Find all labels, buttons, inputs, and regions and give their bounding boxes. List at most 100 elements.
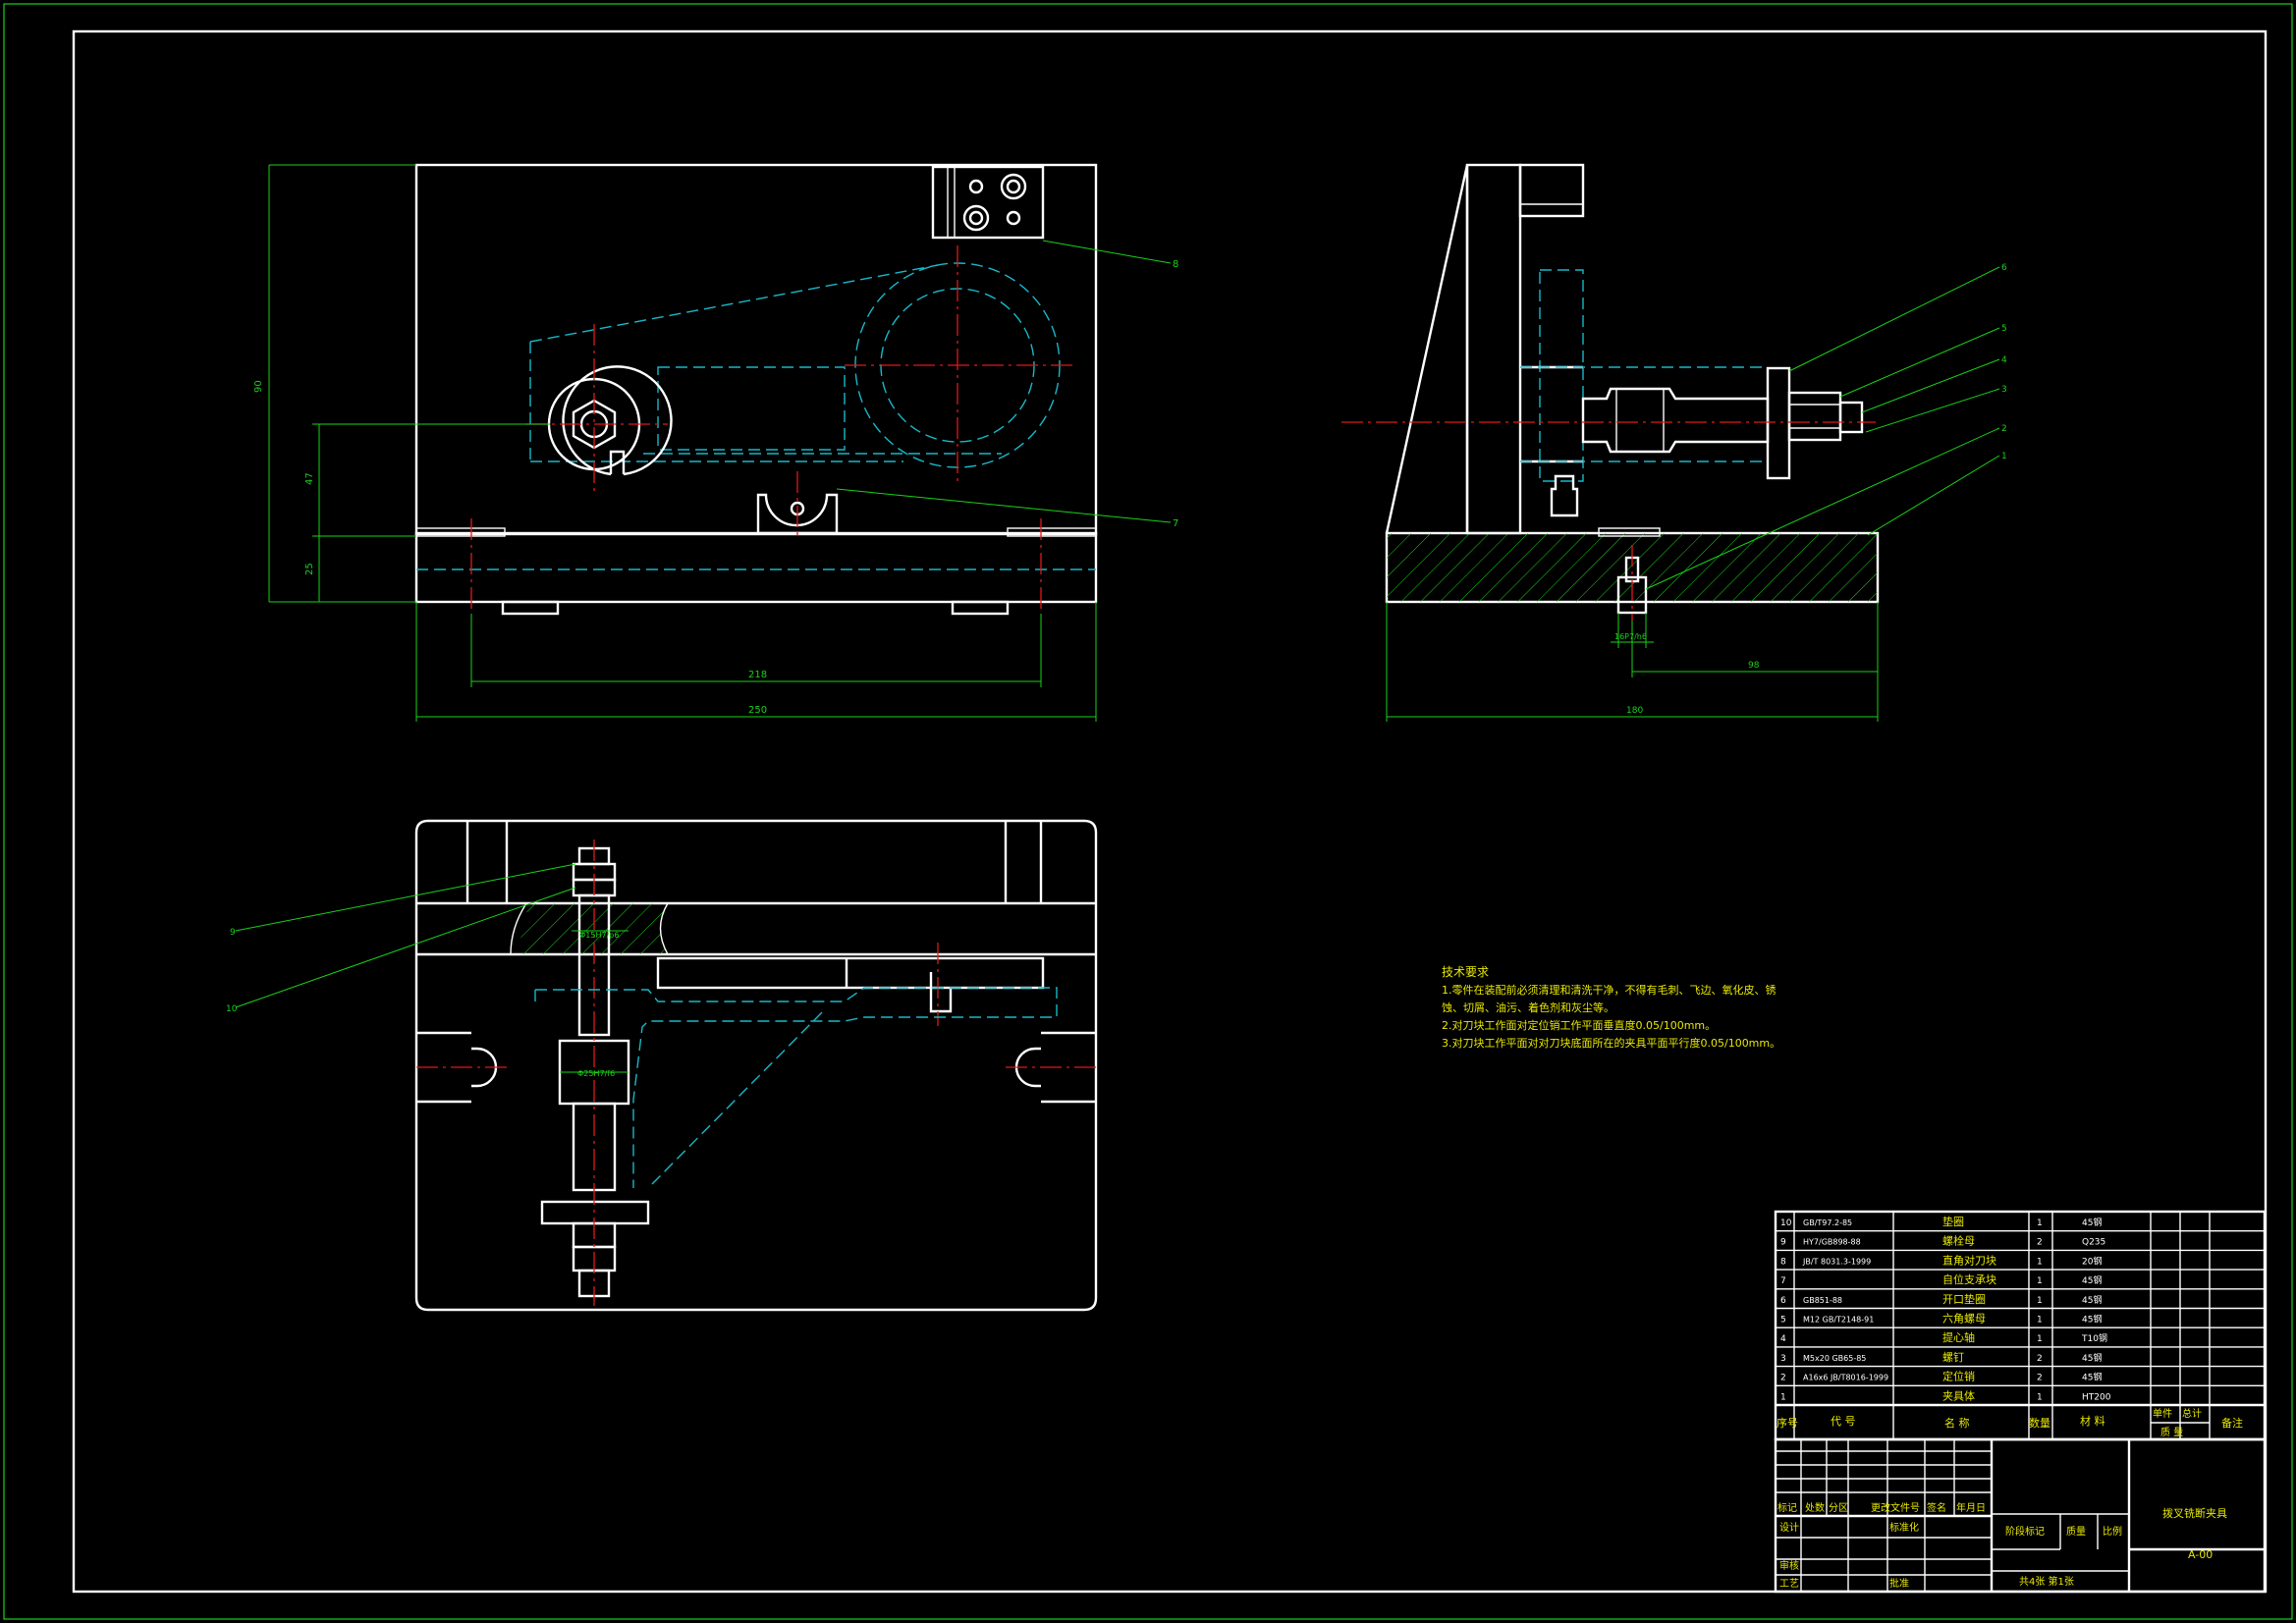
tb-marks: 标记 bbox=[1777, 1502, 1797, 1514]
bom-cell-material: 45钢 bbox=[2082, 1274, 2102, 1286]
balloon-10: 10 bbox=[226, 1004, 238, 1014]
balloon-1: 1 bbox=[2001, 452, 2007, 461]
balloon-6: 6 bbox=[2001, 263, 2007, 273]
dim-plan-fit-1: Φ15H7/p6 bbox=[579, 931, 619, 940]
tb-weight: 质量 bbox=[2066, 1526, 2086, 1538]
bom-cell-name: 夹具体 bbox=[1942, 1388, 1975, 1402]
technical-notes: 技术要求 1.零件在装配前必须清理和清洗干净，不得有毛刺、飞边、氧化皮、锈 蚀、… bbox=[1442, 965, 1780, 1050]
plan-view: Φ15H7/p6 Φ25H7/f6 9 10 bbox=[226, 819, 1098, 1312]
bom-cell-qty: 2 bbox=[2037, 1374, 2043, 1383]
dim-front-25: 25 bbox=[304, 563, 315, 575]
bom-cell-material: 45钢 bbox=[2082, 1314, 2102, 1325]
bom-cell-name: 提心轴 bbox=[1942, 1330, 1975, 1344]
bom-cell-material: 45钢 bbox=[2082, 1217, 2102, 1228]
bom-cell-qty: 1 bbox=[2037, 1296, 2043, 1306]
bom-cell-material: HT200 bbox=[2082, 1392, 2111, 1402]
bom-header-unit: 单件 bbox=[2153, 1408, 2172, 1420]
bom-cell-qty: 1 bbox=[2037, 1276, 2043, 1286]
bom-cell-no: 6 bbox=[1780, 1296, 1786, 1306]
dim-front-47: 47 bbox=[304, 472, 315, 485]
bom-header-remark: 备注 bbox=[2221, 1416, 2243, 1430]
bom-cell-qty: 1 bbox=[2037, 1334, 2043, 1344]
balloon-4: 4 bbox=[2001, 355, 2007, 365]
bom-cell-qty: 1 bbox=[2037, 1257, 2043, 1267]
bom-cell-name: 六角螺母 bbox=[1942, 1313, 1986, 1325]
tb-drawing-name: 拨叉铣断夹具 bbox=[2162, 1506, 2227, 1520]
tb-scale: 比例 bbox=[2103, 1525, 2122, 1538]
bom-cell-name: 自位支承块 bbox=[1942, 1272, 1996, 1286]
bom-header-no: 序号 bbox=[1777, 1416, 1798, 1430]
bom-header-weight: 质 量 bbox=[2160, 1427, 2183, 1438]
bom-cell-material: T10钢 bbox=[2081, 1332, 2107, 1344]
bom-header-name: 名 称 bbox=[1944, 1416, 1970, 1430]
tb-standard: 标准化 bbox=[1889, 1521, 1919, 1534]
bom-cell-material: Q235 bbox=[2082, 1238, 2105, 1248]
bom-cell-material: 20钢 bbox=[2082, 1255, 2102, 1267]
bom-header-code: 代 号 bbox=[1831, 1415, 1856, 1428]
bom-cell-material: 45钢 bbox=[2082, 1294, 2102, 1306]
bom-cell-qty: 2 bbox=[2037, 1238, 2043, 1248]
bom-header-material: 材 料 bbox=[2080, 1414, 2105, 1428]
bom-cell-no: 3 bbox=[1780, 1354, 1786, 1364]
bom-cell-code: M5x20 GB65-85 bbox=[1803, 1354, 1866, 1363]
tb-drawing-no: A-00 bbox=[2188, 1548, 2213, 1561]
bom-cell-name: 定位销 bbox=[1942, 1370, 1975, 1383]
bom-cell-qty: 1 bbox=[2037, 1316, 2043, 1325]
bom-cell-no: 4 bbox=[1780, 1334, 1786, 1344]
bom-cell-name: 开口垫圈 bbox=[1942, 1292, 1986, 1306]
bom-cell-no: 7 bbox=[1780, 1276, 1786, 1286]
bom-cell-no: 9 bbox=[1780, 1238, 1786, 1248]
bom-cell-qty: 1 bbox=[2037, 1392, 2043, 1402]
tb-sheets: 共4张 第1张 bbox=[2019, 1575, 2074, 1588]
tb-sign: 签名 bbox=[1927, 1501, 1946, 1514]
bom-cell-code: M12 GB/T2148-91 bbox=[1803, 1316, 1874, 1325]
dim-front-inner-width: 218 bbox=[748, 670, 767, 680]
dim-front-height: 90 bbox=[253, 380, 264, 393]
dim-side-overall-width: 180 bbox=[1626, 706, 1643, 716]
tb-change-doc: 更改文件号 bbox=[1871, 1501, 1920, 1514]
tb-process: 工艺 bbox=[1779, 1578, 1799, 1590]
notes-line-2: 蚀、切屑、油污、着色剂和灰尘等。 bbox=[1442, 1001, 1614, 1014]
dim-plan-fit-2: Φ25H7/f6 bbox=[577, 1069, 615, 1078]
bom-header-qty: 数量 bbox=[2029, 1417, 2050, 1430]
notes-line-4: 3.对刀块工作平面对对刀块底面所在的夹具平面平行度0.05/100mm。 bbox=[1442, 1036, 1780, 1050]
balloon-2: 2 bbox=[2001, 424, 2007, 434]
bom-cell-no: 10 bbox=[1780, 1218, 1792, 1228]
bom-cell-no: 8 bbox=[1780, 1257, 1786, 1267]
tb-stage: 阶段标记 bbox=[2005, 1525, 2045, 1538]
bom-cell-qty: 2 bbox=[2037, 1354, 2043, 1364]
bom-cell-material: 45钢 bbox=[2082, 1352, 2102, 1364]
front-view: 90 47 25 218 250 8 7 bbox=[253, 163, 1178, 722]
bom-header-total: 总计 bbox=[2182, 1407, 2202, 1420]
balloon-5: 5 bbox=[2001, 324, 2007, 334]
dim-side-offset: 98 bbox=[1748, 661, 1760, 671]
balloon-7: 7 bbox=[1173, 518, 1178, 529]
title-block: 标记 处数 分区 更改文件号 签名 年月日 设计 标准化 审核 工艺 批准 阶段… bbox=[1774, 1437, 2267, 1594]
bom-cell-code: A16x6 JB/T8016-1999 bbox=[1803, 1374, 1888, 1382]
bom-cell-code: JB/T 8031.3-1999 bbox=[1802, 1257, 1871, 1266]
side-view: 16P7/h6 98 180 6 5 4 3 2 1 bbox=[1341, 163, 2007, 722]
bom-cell-name: 直角对刀块 bbox=[1942, 1253, 1996, 1267]
bom-cell-name: 螺栓母 bbox=[1942, 1234, 1975, 1248]
outer-border bbox=[3, 3, 2293, 1620]
bom-cell-no: 1 bbox=[1780, 1392, 1786, 1402]
bom-cell-code: GB851-88 bbox=[1803, 1296, 1842, 1305]
balloon-9: 9 bbox=[230, 928, 236, 938]
bom-cell-code: HY7/GB898-88 bbox=[1803, 1238, 1861, 1247]
inner-border bbox=[72, 29, 2268, 1594]
notes-line-1: 1.零件在装配前必须清理和清洗干净，不得有毛刺、飞边、氧化皮、锈 bbox=[1442, 983, 1777, 997]
tb-review: 审核 bbox=[1779, 1559, 1799, 1572]
tb-count: 处数 bbox=[1805, 1501, 1825, 1514]
tb-zone: 分区 bbox=[1829, 1502, 1848, 1514]
balloon-3: 3 bbox=[2001, 385, 2007, 395]
dim-side-bore: 16P7/h6 bbox=[1614, 632, 1647, 641]
dim-front-overall-width: 250 bbox=[748, 705, 767, 716]
bom-cell-no: 2 bbox=[1780, 1374, 1786, 1383]
notes-line-3: 2.对刀块工作面对定位销工作平面垂直度0.05/100mm。 bbox=[1442, 1018, 1716, 1032]
balloon-8: 8 bbox=[1173, 259, 1178, 270]
bom-cell-material: 45钢 bbox=[2082, 1372, 2102, 1383]
bom-cell-name: 螺钉 bbox=[1942, 1351, 1964, 1364]
bom-cell-no: 5 bbox=[1780, 1316, 1786, 1325]
tb-approve: 批准 bbox=[1889, 1577, 1909, 1590]
